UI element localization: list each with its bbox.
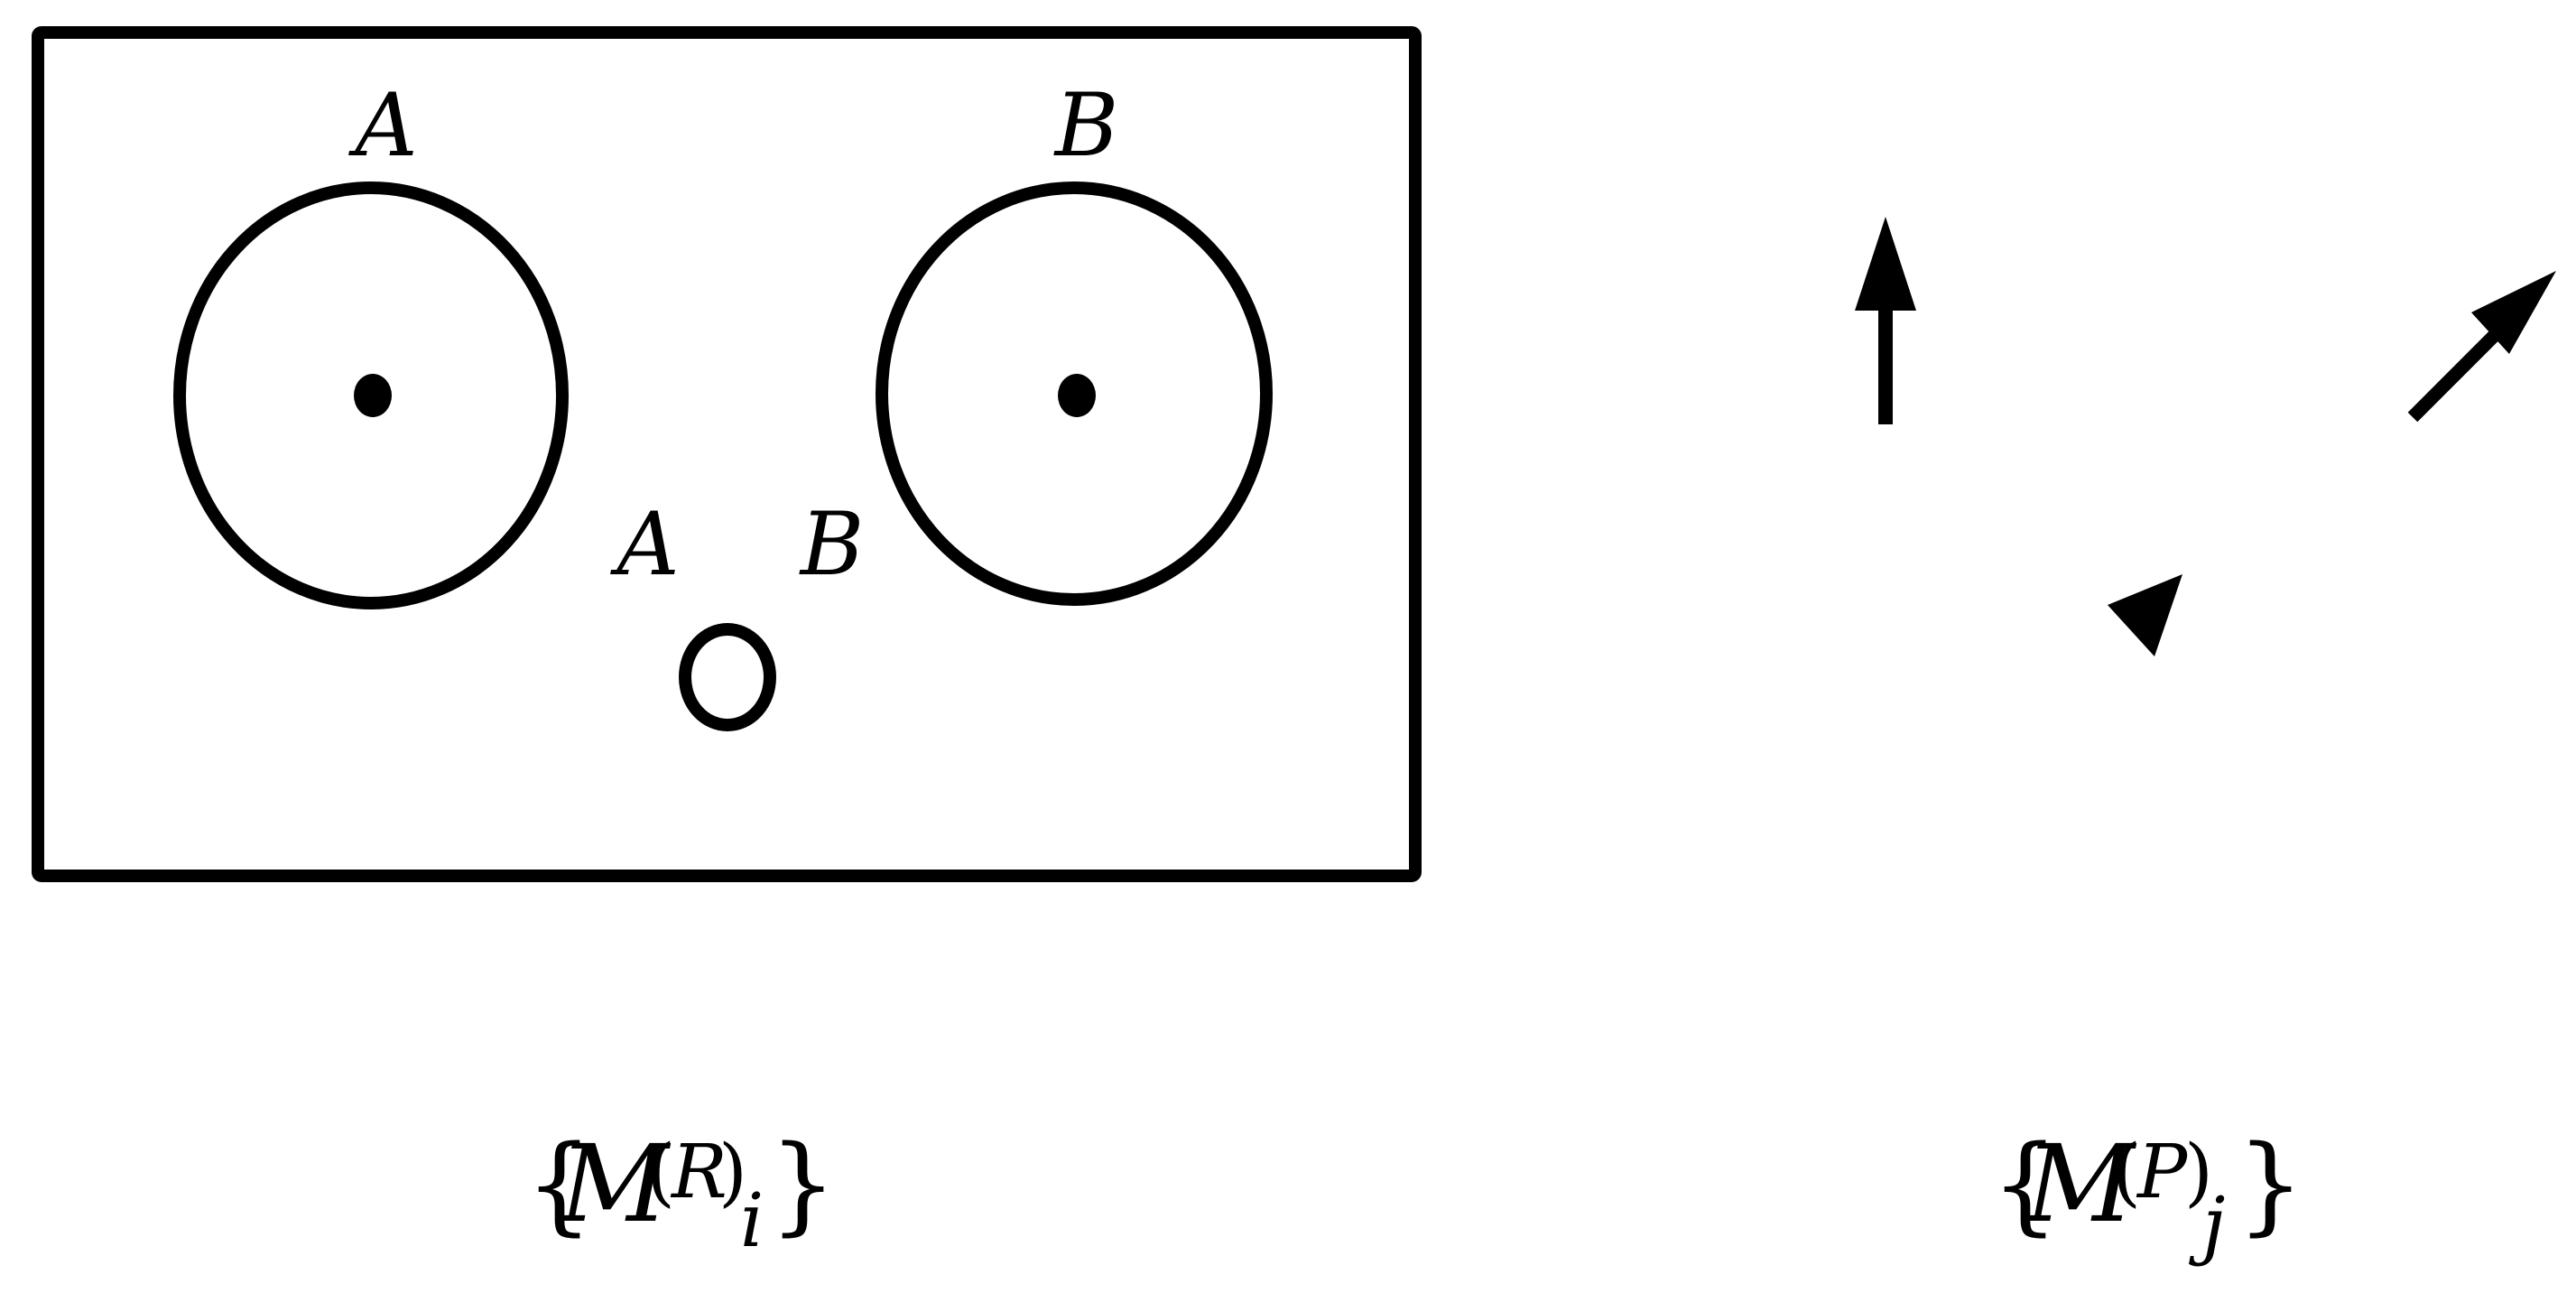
arrow-up-right-icon — [2407, 271, 2556, 423]
center-dot-a — [354, 374, 392, 417]
arrow-up-icon — [1855, 217, 1916, 424]
caption-left-sup-letter: R — [670, 1130, 727, 1215]
center-dot-b — [1058, 374, 1096, 417]
caption-left-open-brace: { — [525, 1121, 593, 1246]
caption-left-sup-open: ( — [646, 1130, 675, 1215]
caption-left: { M ( R ) i } — [525, 1121, 837, 1264]
caption-right-open-brace: { — [1991, 1121, 2059, 1246]
label-top-a: A — [347, 75, 417, 176]
arrow-down-left-icon — [2108, 574, 2182, 656]
small-circle — [679, 623, 776, 731]
label-mid-b: B — [799, 494, 865, 595]
caption-left-close-brace: } — [769, 1121, 837, 1246]
large-circle-a — [173, 181, 569, 609]
caption-right-sup-open: ( — [2112, 1130, 2141, 1215]
caption-right-sup-close: ) — [2184, 1130, 2213, 1215]
caption-right-base: M — [2024, 1121, 2137, 1246]
caption-left-base: M — [558, 1121, 672, 1246]
label-mid-a: A — [609, 494, 679, 595]
caption-right-close-brace: } — [2237, 1121, 2304, 1246]
left-panel-frame — [32, 26, 1422, 882]
caption-right: { M ( P ) j } — [1991, 1121, 2304, 1268]
caption-right-sup-letter: P — [2136, 1130, 2189, 1215]
large-circle-b — [876, 181, 1273, 606]
label-top-b: B — [1053, 75, 1119, 176]
caption-left-subscript: i — [740, 1178, 764, 1264]
caption-left-sup-close: ) — [718, 1130, 747, 1215]
